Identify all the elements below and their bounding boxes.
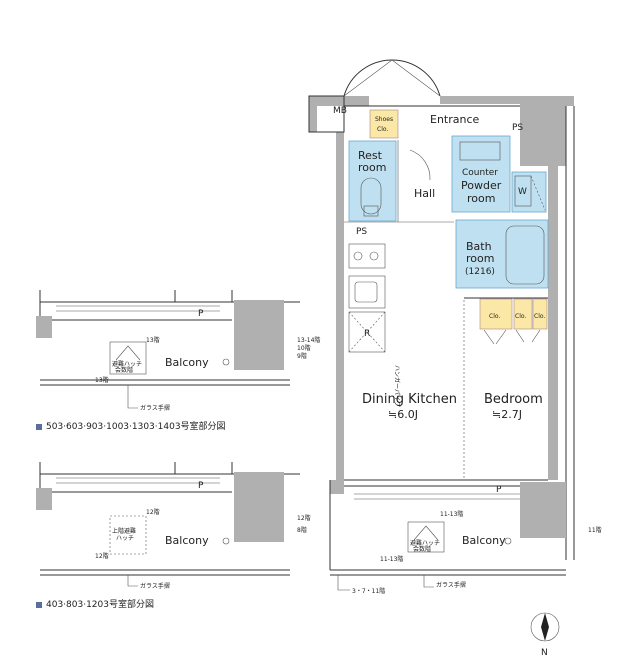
dining-kitchen-size: ≒6.0J	[388, 408, 418, 421]
main-floor-tag-c: 11階	[588, 526, 602, 534]
alt-plan-2: P 上階避難 ハッチ Balcony 12階 12階 8階 12階 ガラス手摺	[36, 462, 311, 590]
alt1-railing-label: ガラス手摺	[140, 404, 170, 412]
bedroom-size: ≒2.7J	[492, 408, 522, 421]
shoes-closet-label: Shoes	[375, 116, 393, 123]
main-hatch-label: 避難ハッチ	[410, 539, 440, 547]
alt2-balcony-label: Balcony	[165, 534, 209, 547]
ps-mid-label: PS	[356, 227, 367, 237]
fridge-label: R	[364, 329, 370, 339]
alt1-hatch-sub: 会数階	[115, 366, 133, 374]
alt1-caption-text: 503·603·903·1003·1303·1403号室部分図	[46, 422, 226, 432]
alt2-railing-label: ガラス手摺	[140, 582, 170, 590]
alt1-balcony-label: Balcony	[165, 356, 209, 369]
alt1-caption: 503·603·903·1003·1303·1403号室部分図	[36, 419, 226, 432]
alt1-hatch-label: 避難ハッチ	[112, 360, 142, 368]
alt2-floor-c: 8階	[297, 526, 307, 534]
shoes-closet-sub: Clo.	[377, 126, 388, 133]
restroom-label: Rest	[358, 149, 383, 162]
alt1-floor-d: 9階	[297, 352, 307, 360]
closet-2-label: Clo.	[515, 313, 526, 320]
curtain-rail-label: ハンガーパイプ	[393, 365, 401, 407]
ps-top-label: PS	[512, 123, 523, 133]
alt1-floor-e: 13階	[95, 376, 109, 384]
alt2-floor-b: 12階	[297, 514, 311, 522]
alt2-caption-text: 403·803·1203号室部分図	[46, 600, 154, 610]
bathroom-size: (1216)	[465, 267, 495, 277]
caption-marker-icon	[36, 601, 42, 608]
alt2-hatch-label: 上階避難	[112, 527, 136, 535]
powder-room-label: Powder	[461, 179, 502, 192]
main-floor-tag-b: 11-13階	[380, 555, 403, 563]
alt1-p-label: P	[198, 309, 204, 319]
closet-1-label: Clo.	[489, 313, 500, 320]
main-hatch-sub: 会数階	[413, 545, 431, 553]
counter-label: Counter	[462, 168, 498, 178]
washer-label: W	[518, 187, 527, 197]
alt1-floor-c: 10階	[297, 344, 311, 352]
compass-label: N	[541, 648, 548, 658]
alt-plan-1: P 避難ハッチ 会数階 Balcony 13階 13-14階 10階 9階 13…	[36, 290, 320, 412]
bathroom-sub: room	[466, 252, 494, 265]
main-balcony-label: Balcony	[462, 534, 506, 547]
bathroom-label: Bath	[466, 240, 492, 253]
main-railing-label: ガラス手摺	[436, 581, 466, 589]
compass: N	[530, 612, 560, 658]
dining-kitchen-label: Dining Kitchen	[362, 392, 457, 407]
powder-room-sub: room	[467, 192, 495, 205]
alt2-p-label: P	[198, 481, 204, 491]
closet-3-label: Clo.	[534, 313, 545, 320]
alt2-caption: 403·803·1203号室部分図	[36, 597, 154, 610]
alt2-hatch-sub: ハッチ	[116, 535, 134, 542]
hall-label: Hall	[414, 187, 435, 200]
restroom-sub: room	[358, 161, 386, 174]
alt2-floor-d: 12階	[95, 552, 109, 560]
alt2-floor-a: 12階	[146, 508, 160, 516]
entrance-label: Entrance	[430, 113, 480, 126]
main-floor-tag-a: 11-13階	[440, 510, 463, 518]
alt1-floor-a: 13階	[146, 336, 160, 344]
main-unit-plan: MB Shoes Clo. Entrance PS Rest room Hall…	[308, 59, 602, 595]
bedroom-label: Bedroom	[484, 392, 543, 407]
main-floor-tag-d: 3・7・11階	[352, 587, 385, 595]
caption-marker-icon	[36, 423, 42, 430]
alt1-floor-b: 13-14階	[297, 336, 320, 344]
main-p-label: P	[496, 485, 502, 495]
mb-label: MB	[333, 106, 347, 116]
